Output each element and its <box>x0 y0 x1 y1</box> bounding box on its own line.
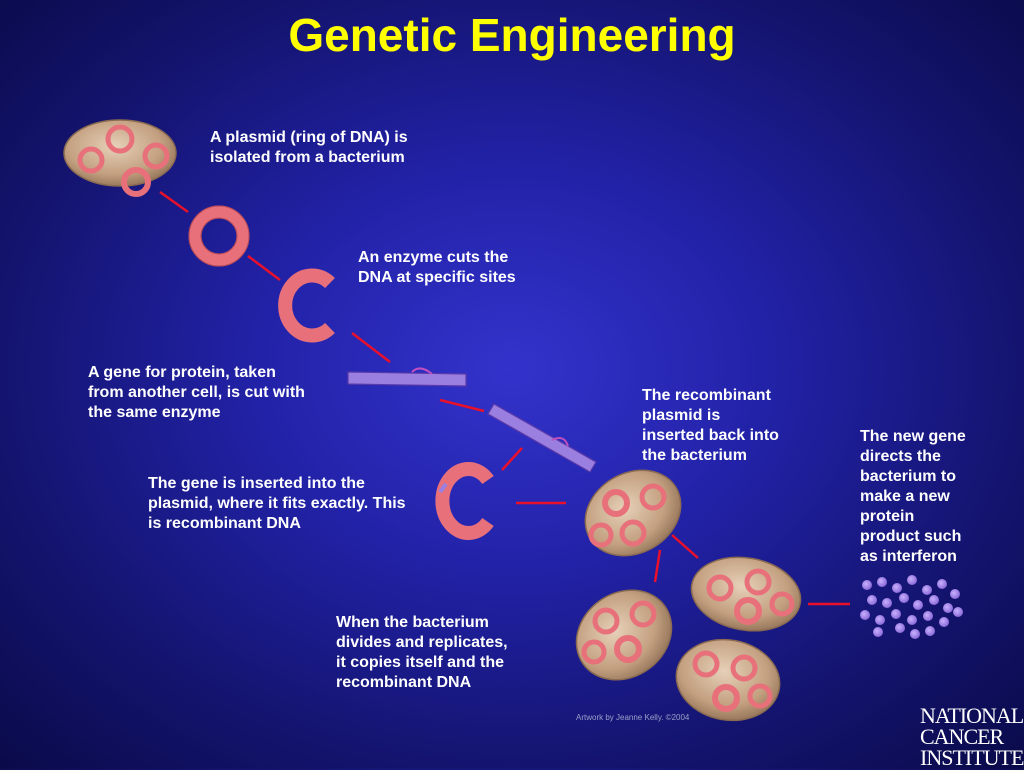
bacterium-daughter-3 <box>675 638 781 722</box>
logo-line-1: NATIONAL <box>920 703 1024 728</box>
bacterium-original <box>63 119 177 197</box>
logo-line-3: INSTITUTE <box>920 745 1024 770</box>
arrow-4 <box>439 398 485 413</box>
nci-logo: NATIONAL CANCER INSTITUTE <box>920 703 1024 770</box>
arrow-1 <box>159 190 189 214</box>
arrow-7 <box>653 549 662 583</box>
logo-line-2: CANCER <box>920 724 1004 749</box>
arrows <box>159 190 850 606</box>
protein-product <box>860 575 963 639</box>
page-title: Genetic Engineering <box>288 9 736 61</box>
arrow-2 <box>247 255 281 281</box>
arrow-5 <box>501 447 523 471</box>
recombinant-plasmid <box>435 462 494 540</box>
cut-plasmid <box>278 268 335 343</box>
arrow-3 <box>351 332 391 363</box>
bacterium-daughter-2 <box>575 589 673 681</box>
bacterium-recombinant <box>584 469 682 557</box>
artwork-credit: Artwork by Jeanne Kelly. ©2004 <box>576 713 690 722</box>
arrow-8 <box>671 534 699 559</box>
plasmid-ring <box>188 205 250 267</box>
gene-strand-cut <box>347 367 467 387</box>
bacterium-daughter-1 <box>690 556 802 632</box>
gene-strand-cut-diagonal <box>487 403 597 473</box>
